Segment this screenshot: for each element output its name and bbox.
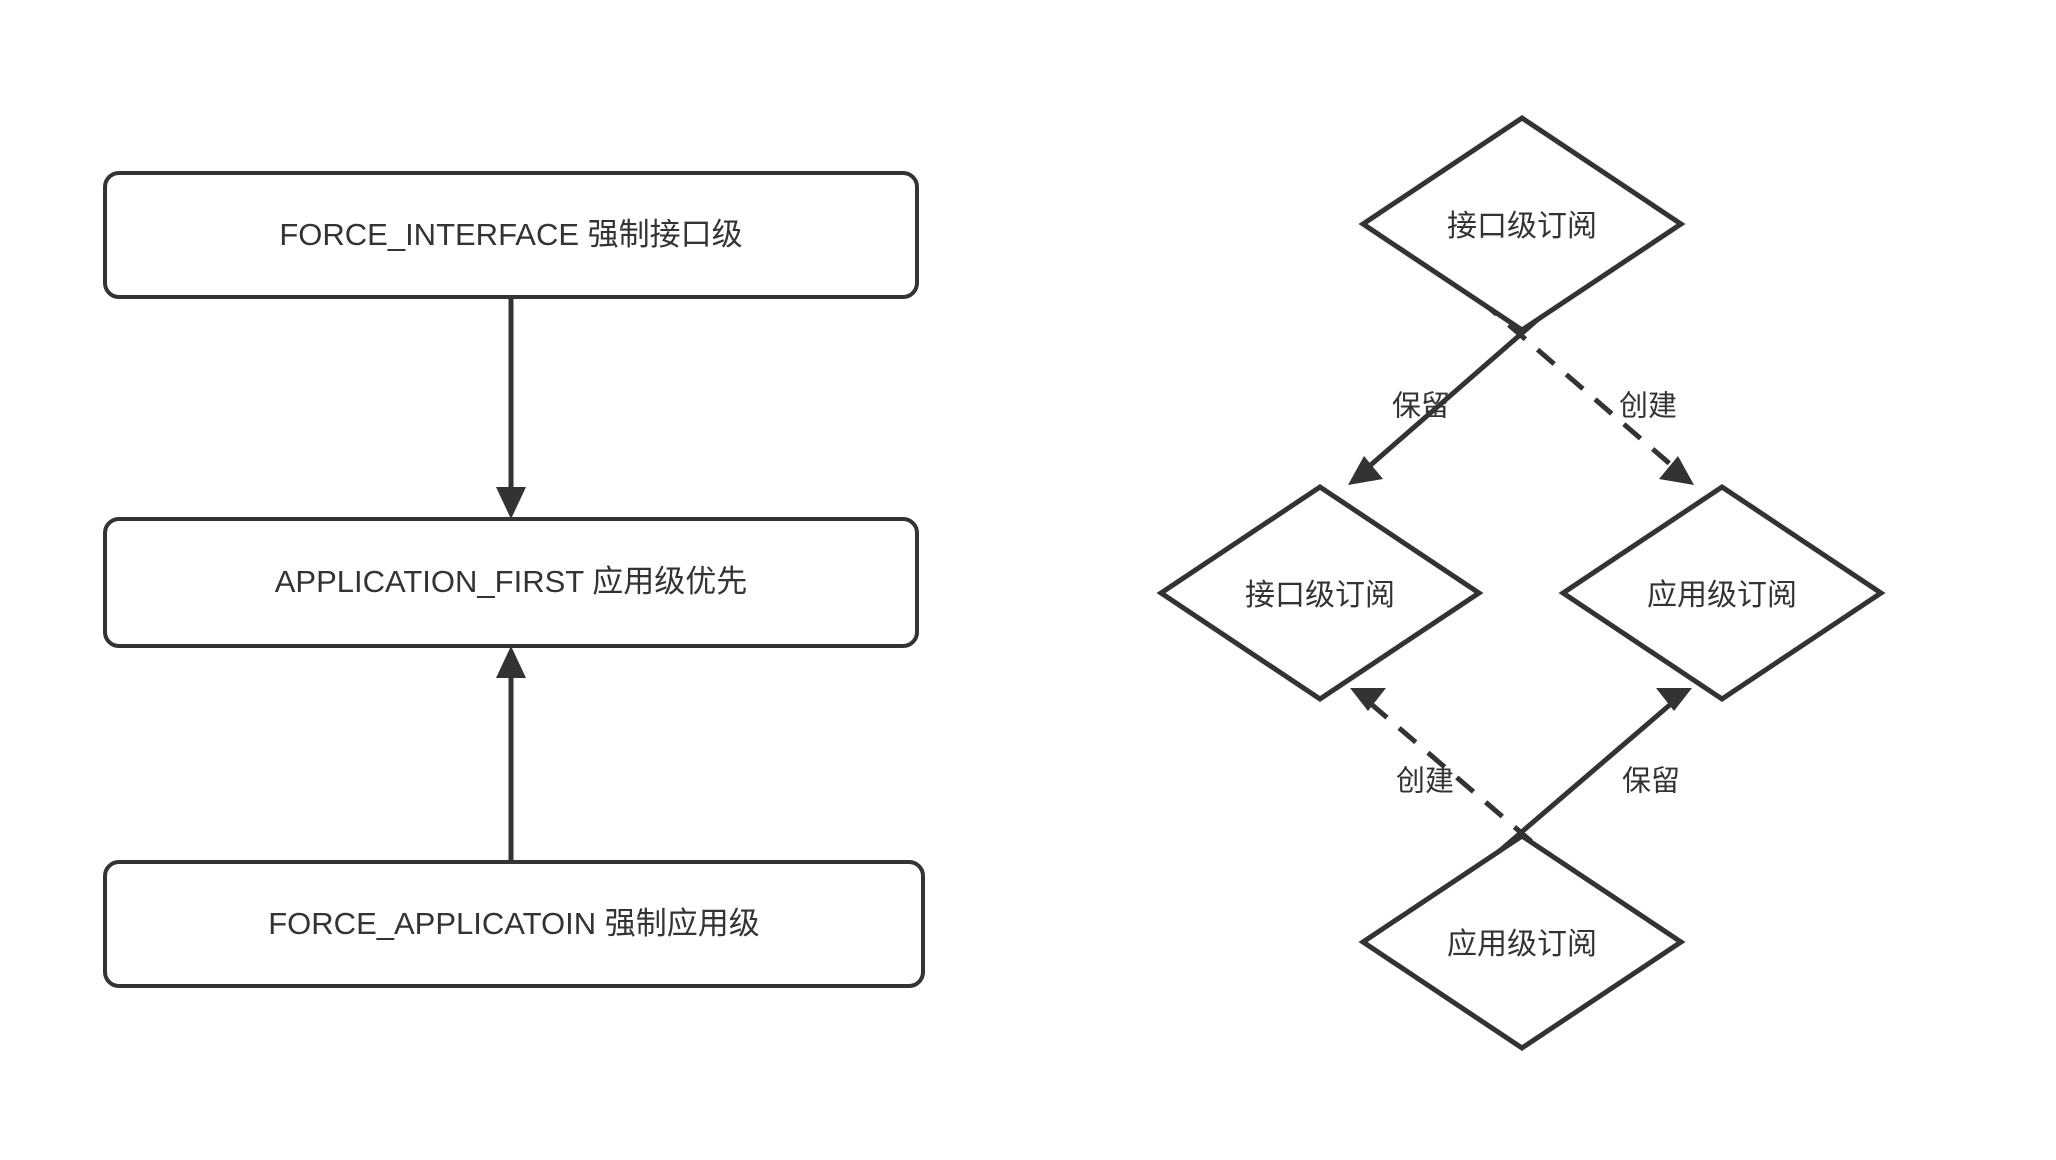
node-mid-application-sub-diamond[interactable] bbox=[1558, 483, 1886, 703]
node-bottom-application-sub[interactable]: 应用级订阅 bbox=[1358, 832, 1686, 1052]
left-flowchart: FORCE_INTERFACE 强制接口级 APPLICATION_FIRST … bbox=[103, 171, 925, 988]
node-mid-application-sub-label: 应用级订阅 bbox=[1647, 579, 1797, 612]
node-force-application[interactable]: FORCE_APPLICATOIN 强制应用级 bbox=[103, 860, 925, 988]
node-mid-interface-sub[interactable]: 接口级订阅 bbox=[1156, 483, 1484, 703]
node-top-interface-sub-diamond[interactable] bbox=[1358, 114, 1686, 334]
node-application-first[interactable]: APPLICATION_FIRST 应用级优先 bbox=[103, 517, 919, 648]
right-flowchart: 保留 创建 创建 保留 接口级订阅 bbox=[1156, 114, 1886, 1052]
edge-top-to-mid-application: 创建 bbox=[1478, 298, 1694, 485]
node-mid-application-sub[interactable]: 应用级订阅 bbox=[1558, 483, 1886, 703]
edge-up-arrowhead bbox=[496, 646, 526, 678]
edge-keep-bottom-arrowhead bbox=[1656, 688, 1692, 711]
edge-label-keep-top: 保留 bbox=[1392, 390, 1450, 423]
node-application-first-label: APPLICATION_FIRST 应用级优先 bbox=[275, 564, 748, 599]
node-force-interface-label: FORCE_INTERFACE 强制接口级 bbox=[279, 217, 742, 252]
edge-create-top-arrowhead bbox=[1659, 456, 1694, 485]
edge-label-keep-bottom: 保留 bbox=[1622, 765, 1680, 798]
edge-bottom-to-mid-interface: 创建 bbox=[1350, 688, 1562, 868]
edge-keep-top-arrowhead bbox=[1348, 456, 1383, 485]
edge-create-top-line bbox=[1478, 298, 1679, 472]
edge-down-arrowhead bbox=[496, 487, 526, 519]
edge-force-application-to-application-first bbox=[496, 646, 526, 862]
edge-create-bottom-arrowhead bbox=[1350, 688, 1386, 711]
edge-force-interface-to-application-first bbox=[496, 297, 526, 519]
edge-bottom-to-mid-application: 保留 bbox=[1480, 688, 1692, 868]
node-top-interface-sub[interactable]: 接口级订阅 bbox=[1358, 114, 1686, 334]
node-bottom-application-sub-diamond[interactable] bbox=[1358, 832, 1686, 1052]
node-bottom-application-sub-label: 应用级订阅 bbox=[1447, 928, 1597, 961]
node-force-interface[interactable]: FORCE_INTERFACE 强制接口级 bbox=[103, 171, 919, 299]
edge-label-create-bottom: 创建 bbox=[1396, 765, 1454, 798]
node-top-interface-sub-label: 接口级订阅 bbox=[1447, 210, 1597, 243]
node-mid-interface-sub-label: 接口级订阅 bbox=[1245, 579, 1395, 612]
edge-label-create-top: 创建 bbox=[1619, 390, 1677, 423]
node-force-application-box[interactable] bbox=[103, 860, 925, 988]
node-mid-interface-sub-diamond[interactable] bbox=[1156, 483, 1484, 703]
node-force-application-label: FORCE_APPLICATOIN 强制应用级 bbox=[268, 906, 760, 941]
